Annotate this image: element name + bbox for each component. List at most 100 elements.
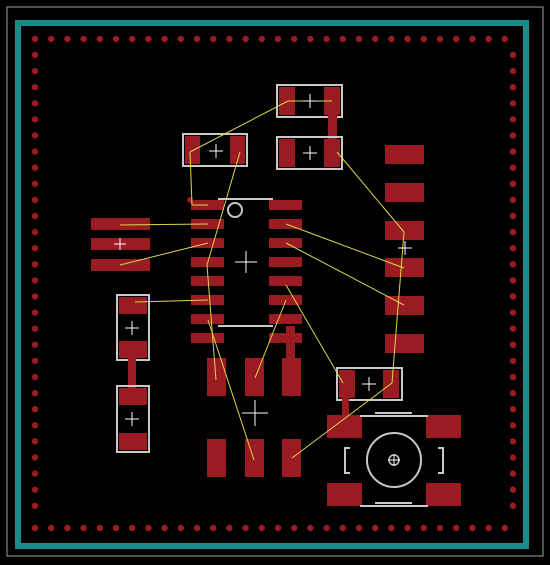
via-dot: [509, 422, 517, 429]
via-dot: [509, 180, 517, 187]
via-dot: [31, 51, 39, 59]
via-dot: [31, 422, 39, 429]
pad: [385, 258, 424, 277]
via-dot: [31, 454, 39, 461]
via-dot: [242, 524, 249, 532]
via-dot: [509, 116, 517, 123]
via-dot: [31, 35, 39, 43]
origin-crosshairs: [114, 94, 412, 466]
via-dot: [161, 35, 168, 43]
via-dot: [31, 196, 39, 204]
via-dot: [31, 245, 39, 252]
via-dot: [509, 148, 517, 155]
via-dot: [509, 212, 517, 220]
pad: [385, 296, 424, 315]
smd-chip-left-upper[interactable]: [116, 294, 150, 361]
via-dot: [339, 524, 346, 532]
pad: [279, 139, 295, 167]
via-dot: [31, 438, 39, 445]
via-dot: [80, 524, 87, 532]
pad: [327, 483, 362, 506]
ic-soic16[interactable]: [187, 197, 302, 343]
via-dot: [469, 524, 476, 532]
trace: [128, 358, 136, 388]
pad: [282, 439, 301, 477]
via-dot: [31, 325, 39, 332]
via-dot: [453, 524, 460, 532]
via-dot: [509, 84, 517, 91]
via-dot: [193, 524, 201, 532]
via-dot: [388, 35, 395, 43]
via-dot: [372, 524, 379, 532]
via-dot: [485, 35, 492, 43]
via-dot: [509, 389, 517, 397]
via-dot: [404, 524, 411, 532]
via-dot: [31, 67, 39, 75]
via-dot: [509, 293, 517, 300]
pad: [385, 334, 424, 353]
via-dot: [31, 309, 39, 316]
pad: [426, 415, 461, 438]
via-dot: [509, 261, 517, 268]
pad: [339, 370, 355, 398]
via-dot: [509, 502, 517, 509]
via-dot: [291, 524, 298, 532]
via-dot: [436, 524, 444, 532]
via-dot: [242, 35, 249, 43]
via-dot: [485, 524, 492, 532]
board-outline: [15, 20, 529, 549]
via-dot: [31, 357, 39, 365]
ic-pad: [269, 333, 302, 343]
smd-chip-left-lower[interactable]: [116, 385, 150, 453]
via-dot: [509, 51, 517, 59]
via-dot: [436, 35, 444, 43]
switch-silk: [438, 447, 444, 474]
via-dot: [453, 35, 460, 43]
via-dot: [112, 524, 120, 532]
via-dot: [258, 35, 265, 43]
smd-chip-bottom-right[interactable]: [336, 367, 403, 401]
via-dot: [226, 35, 233, 43]
smd-chip-top-left[interactable]: [182, 133, 248, 167]
via-dot: [145, 35, 152, 43]
tactile-switch[interactable]: [327, 412, 461, 507]
via-dot: [258, 524, 265, 532]
pad: [245, 439, 264, 477]
perimeter-vias: [31, 35, 517, 532]
via-dot: [31, 148, 39, 155]
pad: [185, 136, 200, 164]
via-dot: [509, 228, 517, 236]
via-dot: [509, 438, 517, 445]
pad: [282, 358, 301, 396]
ic-pad: [269, 314, 302, 324]
via-dot: [509, 373, 517, 381]
smd-chip-top-right-lower[interactable]: [276, 136, 343, 170]
via-dot: [31, 406, 39, 413]
ic-pad: [269, 219, 302, 229]
via-dot: [509, 470, 517, 477]
via-dot: [307, 35, 314, 43]
via-dot: [501, 35, 508, 43]
via-dot: [145, 524, 152, 532]
chip-body-outline: [276, 136, 343, 170]
trace: [328, 115, 337, 140]
via-dot: [96, 524, 104, 532]
via-dot: [31, 277, 39, 284]
via-dot: [31, 524, 39, 532]
via-dot: [388, 524, 395, 532]
via-dot: [509, 245, 517, 252]
via-dot: [31, 502, 39, 509]
via-dot: [31, 389, 39, 397]
via-dot: [509, 309, 517, 316]
via-dot: [193, 35, 201, 43]
ic-right-pads: [269, 200, 302, 343]
pad: [91, 218, 150, 230]
via-dot: [509, 486, 517, 493]
ic-pad: [269, 238, 302, 248]
ic-pad: [269, 257, 302, 267]
trace: [286, 326, 295, 359]
via-dot: [31, 180, 39, 187]
component-6pad-bottom[interactable]: [207, 326, 301, 477]
via-dot: [509, 100, 517, 107]
